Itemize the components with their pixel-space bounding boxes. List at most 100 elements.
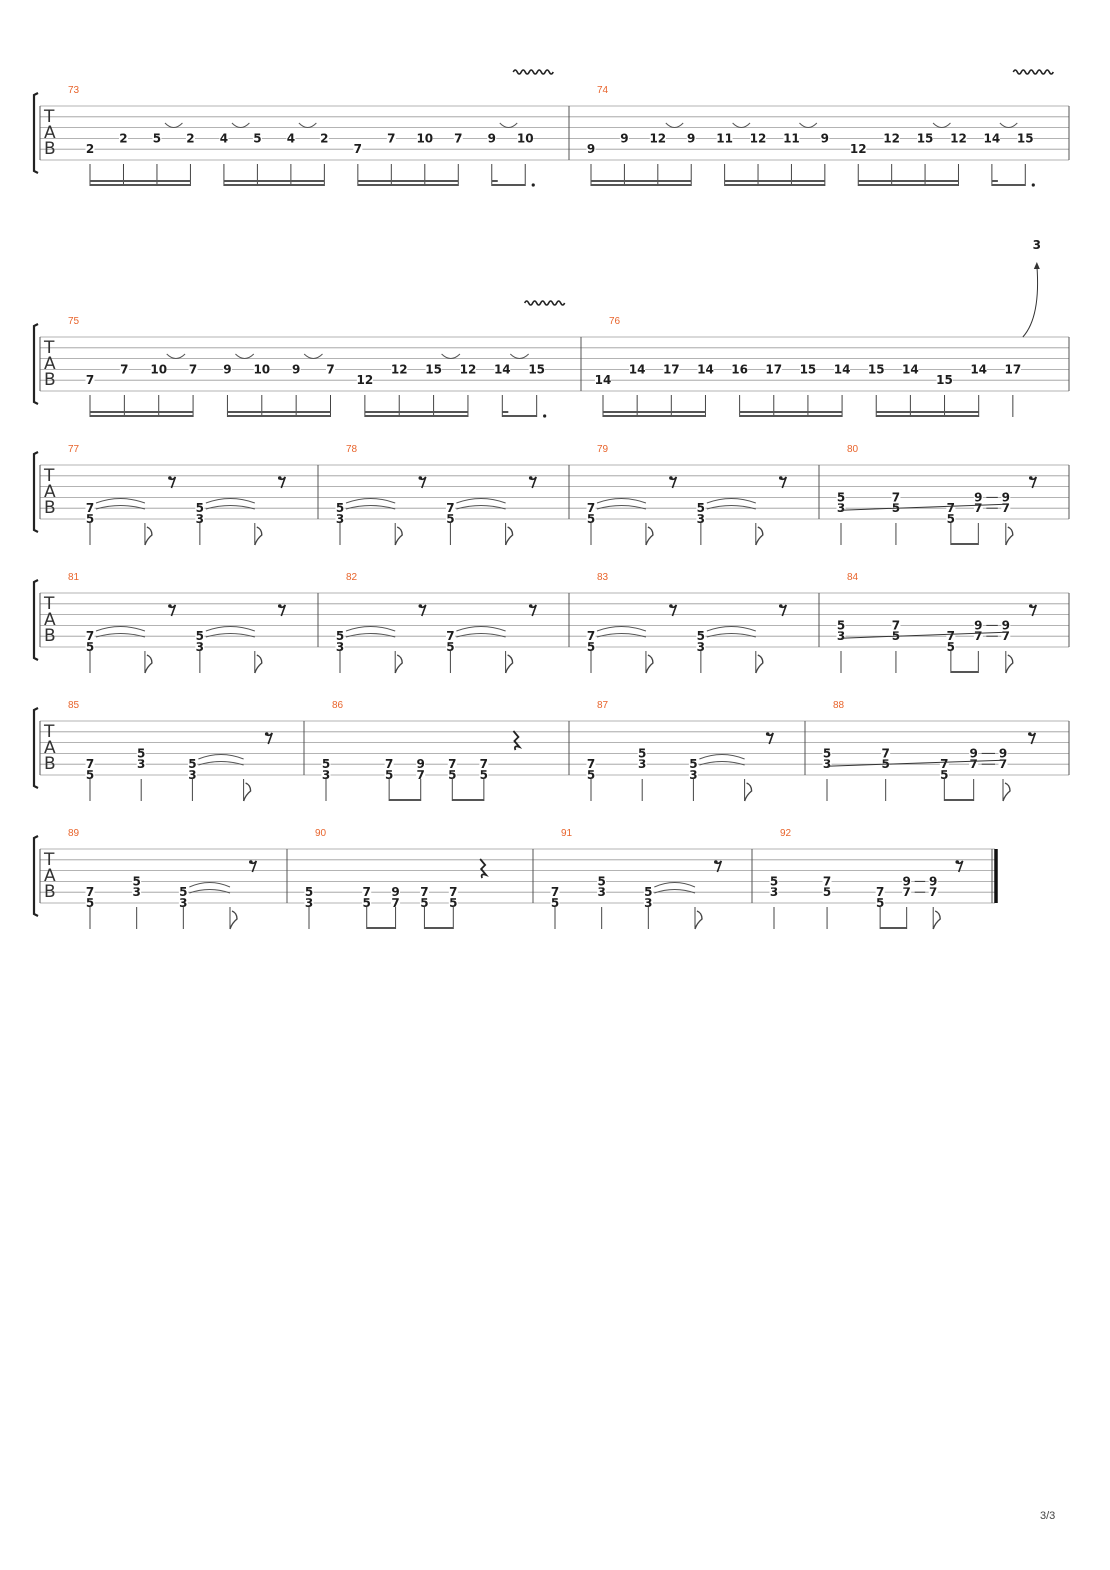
- beam: [90, 180, 191, 182]
- chord-tie-arc: [95, 505, 146, 510]
- note-flag: [229, 910, 238, 930]
- fret-number: 12: [649, 131, 666, 145]
- fret-number: 10: [416, 131, 433, 145]
- fret-number: 5: [480, 768, 488, 782]
- fret-mask: [85, 769, 95, 781]
- fret-mask: [983, 132, 1000, 145]
- fret-number: 9: [488, 131, 496, 145]
- fret-number: 7: [417, 768, 425, 782]
- fret-mask: [335, 630, 345, 643]
- fret-mask: [391, 886, 401, 899]
- fret-mask: [597, 886, 607, 899]
- eighth-rest: [528, 604, 533, 608]
- fret-mask: [416, 132, 433, 145]
- fret-mask: [586, 143, 596, 156]
- tie-arc: [164, 122, 183, 128]
- fret-number: 3: [638, 757, 646, 771]
- fret-number: 5: [823, 746, 831, 760]
- fret-number: 9: [974, 618, 982, 632]
- fret-mask: [586, 758, 596, 771]
- fret-number: 3: [336, 640, 344, 654]
- fret-mask: [453, 132, 463, 145]
- fret-number: 14: [984, 131, 1001, 145]
- fret-number: 3: [196, 512, 204, 526]
- fret-mask: [185, 132, 195, 145]
- quarter-rest: [479, 858, 489, 879]
- fret-number: 7: [385, 757, 393, 771]
- fret-mask: [321, 769, 331, 781]
- fret-mask: [326, 363, 336, 376]
- fret-number: 3: [305, 896, 313, 910]
- eighth-rest: [168, 476, 172, 480]
- fret-mask: [643, 897, 653, 909]
- fret-number: 5: [420, 896, 428, 910]
- fret-number: 2: [119, 131, 127, 145]
- note-flag: [755, 654, 764, 674]
- tie-arc: [665, 122, 684, 128]
- chord-tie-arc: [205, 505, 255, 510]
- fret-number: 7: [587, 757, 595, 771]
- chord-tie-arc: [596, 633, 647, 638]
- fret-number: 5: [363, 896, 371, 910]
- fret-number: 5: [385, 768, 393, 782]
- fret-mask: [178, 886, 188, 899]
- fret-mask: [448, 897, 458, 909]
- fret-mask: [459, 363, 476, 376]
- bend-arrowhead: [1033, 262, 1040, 269]
- fret-number: 16: [731, 362, 748, 376]
- fret-mask: [1017, 132, 1034, 145]
- fret-mask: [946, 641, 956, 653]
- fret-mask: [619, 132, 629, 145]
- note-flag: [743, 782, 753, 802]
- beam: [223, 180, 325, 182]
- fret-mask: [132, 886, 142, 899]
- fret-mask: [419, 886, 429, 899]
- fret-mask: [769, 875, 779, 888]
- fret-number: 4: [220, 131, 228, 145]
- fret-mask: [663, 363, 680, 376]
- fret-mask: [595, 374, 611, 387]
- fret-number: 5: [587, 768, 595, 782]
- fret-mask: [188, 363, 198, 376]
- beam: [502, 415, 537, 417]
- fret-mask: [697, 363, 714, 376]
- beam: [366, 927, 396, 929]
- fret-number: 5: [86, 896, 94, 910]
- fret-mask: [902, 875, 912, 888]
- bend-amount: 3: [1033, 238, 1041, 252]
- chord-tie-arc: [596, 498, 647, 504]
- fret-mask: [1001, 491, 1011, 504]
- fret-number: 7: [974, 501, 982, 515]
- beam: [724, 180, 825, 182]
- eighth-rest: [955, 860, 960, 864]
- fret-number: 2: [186, 131, 194, 145]
- fret-mask: [716, 132, 733, 145]
- fret-mask: [822, 747, 832, 760]
- fret-mask: [85, 143, 95, 156]
- measure-number: 88: [833, 700, 845, 711]
- tab-clef-letter: B: [44, 626, 56, 646]
- fret-number: 3: [322, 768, 330, 782]
- fret-mask: [643, 886, 653, 899]
- chord-tie-arc: [456, 633, 506, 638]
- fret-mask: [586, 641, 596, 653]
- fret-number: 5: [940, 768, 948, 782]
- eighth-rest: [249, 860, 253, 864]
- fret-mask: [85, 641, 95, 653]
- fret-mask: [883, 132, 900, 145]
- measure-number: 77: [68, 444, 80, 455]
- fret-number: 7: [449, 885, 457, 899]
- fret-number: 7: [446, 501, 454, 515]
- fret-mask: [319, 132, 329, 145]
- tab-clef-letter: A: [44, 123, 56, 143]
- chord-tie-arc: [596, 505, 647, 510]
- fret-number: 7: [354, 142, 362, 156]
- fret-mask: [836, 491, 846, 504]
- tab-clef-letter: A: [44, 866, 56, 886]
